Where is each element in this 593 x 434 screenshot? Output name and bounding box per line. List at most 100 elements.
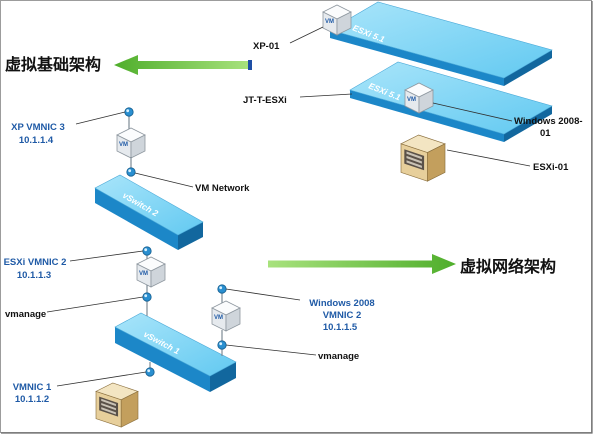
server-drive-bay: [101, 407, 116, 415]
vswitch2-slab: vSwitch 2: [94, 174, 204, 250]
vm-icon-label: VM: [139, 271, 148, 277]
slab-front-face: [350, 90, 504, 142]
port-glint: [126, 109, 130, 113]
vmnic1-name: VMNIC 1: [13, 382, 52, 393]
network-port-icon: [142, 246, 152, 260]
vm-windows-label-line1: Windows 2008-: [514, 116, 583, 127]
vm-cube-icon: VM: [211, 300, 241, 332]
network-port-icon: [126, 157, 136, 177]
cube-right-face: [150, 263, 166, 288]
vm-cube-icon: VM: [322, 4, 352, 36]
slab-side-face: [178, 222, 203, 250]
network-port-icon: [142, 285, 152, 316]
leader-line: [432, 102, 513, 122]
cube-right-face: [225, 307, 241, 332]
server-drive-bay: [406, 155, 422, 164]
leader-line: [134, 172, 194, 188]
leader-line: [56, 371, 147, 387]
arrow-right-icon: [268, 254, 456, 274]
leader-line: [75, 111, 126, 125]
port-glint: [144, 294, 148, 298]
vmanage-left-label: vmanage: [5, 309, 46, 320]
port-glint: [219, 342, 223, 346]
server-drive-bay: [406, 151, 422, 160]
port-glint: [147, 369, 151, 373]
windows-vmnic-ip: 10.1.1.5: [323, 322, 358, 333]
server-tower-icon: [95, 382, 139, 428]
slab-front-face: [115, 327, 210, 392]
vm-cube-icon: VM: [136, 256, 166, 288]
port-ball: [124, 107, 134, 117]
leader-line: [225, 344, 317, 356]
server-tower-icon: [400, 134, 446, 182]
network-port-icon: [145, 362, 155, 377]
vm-icon-label: VM: [407, 97, 416, 103]
cube-right-face: [130, 134, 146, 159]
vm-cube-icon: VM: [404, 82, 434, 114]
arrow-left-tail: [248, 60, 252, 70]
slab-side-face: [210, 362, 236, 392]
server-side-face: [120, 390, 139, 428]
vmanage-right-label: vmanage: [318, 351, 359, 362]
leader-line: [289, 26, 324, 44]
slab-top-face: [349, 61, 553, 135]
slab-side-face: [504, 106, 552, 142]
arrow-left-icon: [114, 55, 252, 75]
port-ball: [217, 340, 227, 350]
vm-icon-label: VM: [119, 142, 128, 148]
leader-line: [225, 288, 301, 301]
slab-top-face: [94, 174, 204, 236]
server-drive-bay: [406, 160, 422, 168]
leader-line: [446, 149, 531, 167]
vm-windows-label-line2: 01: [540, 128, 551, 139]
esxi-host-slab-upper: ESXi 5.1: [329, 1, 553, 86]
slab-side-face: [504, 50, 552, 86]
windows-vmnic-line1: Windows 2008: [309, 298, 374, 309]
port-ball: [142, 246, 152, 256]
vm-xp01-label: XP-01: [253, 41, 280, 52]
vm-icon-label: VM: [214, 315, 223, 321]
host-jt-label: JT-T-ESXi: [243, 95, 287, 106]
port-ball: [142, 292, 152, 302]
port-glint: [128, 169, 132, 173]
leader-line: [46, 296, 144, 313]
arrow-left-shape: [114, 55, 249, 75]
network-port-icon: [217, 284, 227, 303]
port-glint: [219, 286, 223, 290]
vswitch1-slab: vSwitch 1: [114, 312, 237, 392]
slab-top-face: [329, 1, 553, 79]
xp-vmnic-name: XP VMNIC 3: [11, 122, 65, 133]
vm-icon-label: VM: [325, 19, 334, 25]
arrow-right-shape: [268, 254, 456, 274]
network-title: 虚拟网络架构: [460, 257, 556, 276]
slab-front-face: [95, 188, 178, 250]
cube-right-face: [418, 89, 434, 114]
esxi-host-slab-lower: ESXi 5.1: [349, 61, 553, 142]
port-ball: [217, 284, 227, 294]
vm-cube-icon: VM: [116, 127, 146, 159]
leader-line: [69, 250, 144, 262]
port-ball: [145, 367, 155, 377]
slab-top-face: [114, 312, 237, 377]
vm-network-label: VM Network: [195, 183, 250, 194]
server-side-face: [427, 143, 446, 182]
windows-vmnic-line2: VMNIC 2: [323, 310, 362, 321]
esxi-vmnic-name: ESXi VMNIC 2: [4, 257, 67, 268]
cube-right-face: [336, 11, 352, 36]
port-glint: [144, 248, 148, 252]
port-ball: [126, 167, 136, 177]
vmnic1-ip: 10.1.1.2: [15, 394, 49, 405]
leader-line: [299, 93, 353, 98]
esxi-vmnic-ip: 10.1.1.3: [17, 270, 51, 281]
server-drive-bay: [101, 398, 116, 407]
infrastructure-title: 虚拟基础架构: [5, 55, 101, 74]
xp-vmnic-ip: 10.1.1.4: [19, 135, 54, 146]
server-drive-bay: [101, 402, 116, 411]
network-port-icon: [217, 330, 227, 356]
slab-front-face: [330, 30, 504, 86]
server-label: ESXi-01: [533, 162, 569, 173]
network-port-icon: [124, 107, 134, 129]
